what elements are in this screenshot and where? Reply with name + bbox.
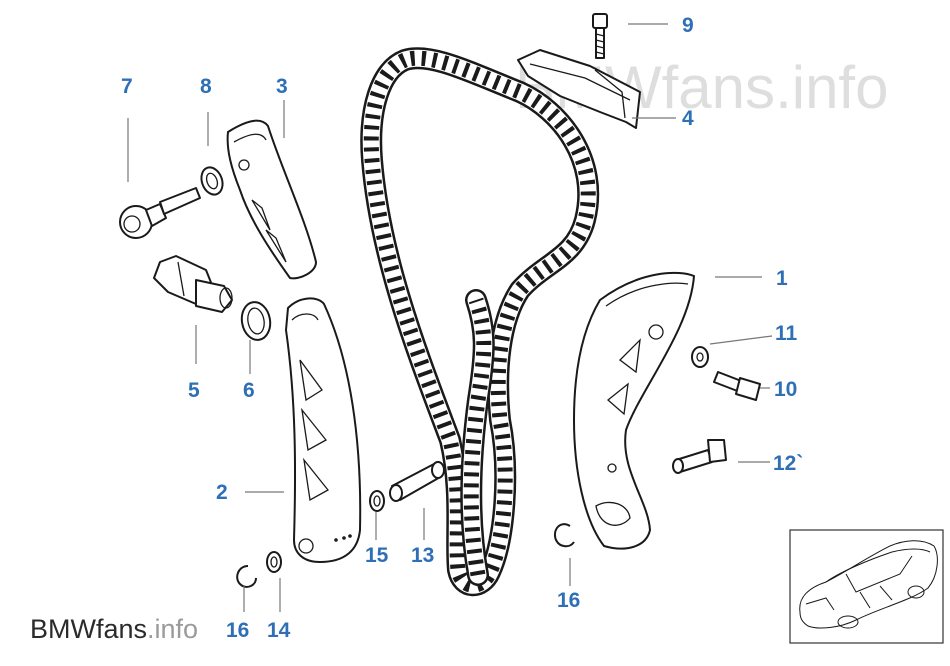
part-5-chain-tensioner — [153, 255, 233, 313]
part-13-guide-pin — [389, 461, 445, 502]
part-16-circlip-left — [236, 565, 257, 588]
callout-7: 7 — [121, 75, 133, 98]
callout-numbers: 1 2 3 4 5 6 7 8 9 10 11 12` 13 14 15 16 … — [121, 14, 803, 642]
callout-5: 5 — [188, 379, 200, 402]
part-8-seal-ring — [200, 166, 224, 196]
callout-8: 8 — [200, 75, 212, 98]
callout-14: 14 — [267, 619, 291, 642]
callout-4: 4 — [682, 107, 694, 130]
callout-11: 11 — [775, 322, 798, 345]
part-12-stud — [672, 439, 727, 474]
callout-6: 6 — [243, 379, 255, 402]
callout-3: 3 — [276, 75, 288, 98]
callout-15: 15 — [365, 544, 389, 567]
part-6-gasket-ring — [240, 301, 272, 341]
part-1-guide-rail — [573, 271, 695, 550]
leader-lines — [127, 23, 773, 612]
watermark-logo: BMWfans.info — [30, 614, 198, 644]
callout-2: 2 — [216, 481, 228, 504]
timing-chain — [360, 47, 600, 597]
callout-16-right: 16 — [557, 589, 580, 612]
callout-10: 10 — [774, 378, 797, 401]
callout-12: 12` — [773, 452, 803, 475]
part-4-upper-guide-rail — [517, 49, 641, 129]
part-2-tensioner-rail-long — [285, 297, 362, 563]
part-14-ring — [266, 551, 282, 573]
callout-1: 1 — [776, 267, 788, 290]
car-silhouette-icon — [799, 540, 938, 629]
part-7-pin — [119, 187, 201, 239]
part-9-bolt — [592, 13, 608, 59]
part-3-tensioner-rail — [226, 119, 317, 280]
callout-9: 9 — [682, 14, 694, 37]
part-11-washer — [691, 346, 709, 368]
part-10-bolt — [713, 371, 761, 401]
part-16-circlip-right — [554, 523, 575, 548]
part-15-washer — [369, 490, 385, 512]
callout-16-left: 16 — [226, 619, 249, 642]
car-thumbnail — [789, 529, 944, 644]
callout-13: 13 — [411, 544, 434, 567]
